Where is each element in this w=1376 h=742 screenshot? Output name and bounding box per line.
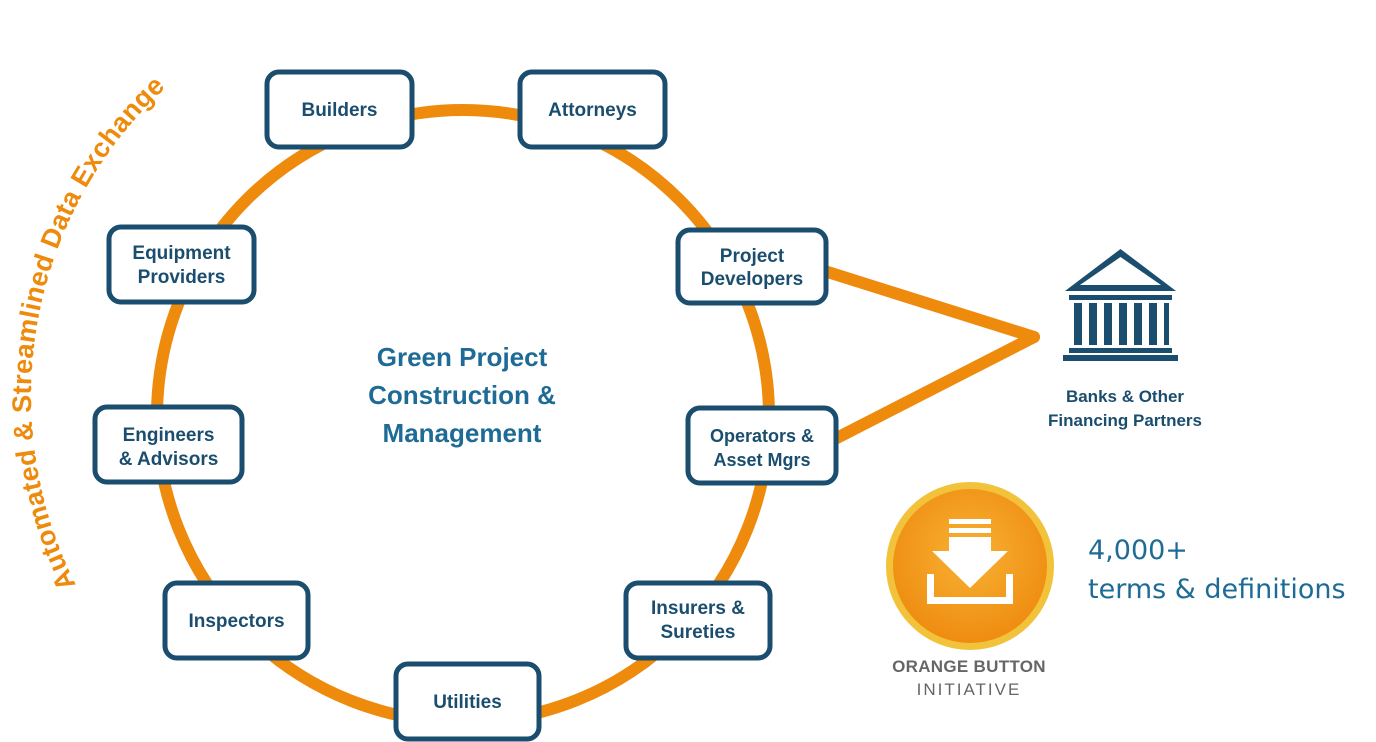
node-label: Builders <box>301 100 377 121</box>
node-label: Inspectors <box>188 611 284 632</box>
node-label: Operators & <box>710 426 814 446</box>
node-label: & Advisors <box>119 449 219 470</box>
node-attorneys[interactable]: Attorneys <box>517 69 668 150</box>
orange-button-subtitle: INITIATIVE <box>917 680 1022 699</box>
node-label: Equipment <box>132 243 231 264</box>
orange-button-logo <box>886 482 1054 650</box>
node-label: Insurers & <box>651 598 745 619</box>
node-builders[interactable]: Builders <box>264 69 415 150</box>
node-label: Project <box>720 246 785 267</box>
bank-label: Banks & Other <box>1066 387 1184 406</box>
node-utilities[interactable]: Utilities <box>393 661 542 742</box>
node-label: Providers <box>138 267 226 288</box>
orange-button-title: ORANGE BUTTON <box>892 657 1046 676</box>
center-title: Green Project Construction & Management <box>368 342 556 448</box>
stat-label: terms & definitions <box>1088 574 1346 605</box>
node-engineers-advisors[interactable]: Engineers & Advisors <box>92 404 245 485</box>
center-title-line: Construction & <box>368 380 556 410</box>
bank-label: Financing Partners <box>1048 411 1202 430</box>
node-label: Developers <box>701 269 803 290</box>
node-label: Asset Mgrs <box>713 450 810 470</box>
node-label: Sureties <box>661 622 736 643</box>
bank-building-icon <box>1063 249 1178 361</box>
node-insurers-sureties[interactable]: Insurers & Sureties <box>623 580 773 661</box>
download-arrow-icon <box>927 519 1013 604</box>
center-title-line: Green Project <box>377 342 548 372</box>
arc-heading: Automated & Streamlined Data Exchange <box>7 70 170 596</box>
node-inspectors[interactable]: Inspectors <box>162 580 311 661</box>
node-label: Utilities <box>433 692 502 713</box>
node-equipment-providers[interactable]: Equipment Providers <box>106 224 257 305</box>
center-title-line: Management <box>383 418 542 448</box>
node-label: Engineers <box>123 425 215 446</box>
node-project-developers[interactable]: Project Developers <box>675 227 829 306</box>
node-operators-asset-mgrs[interactable]: Operators & Asset Mgrs <box>685 405 839 486</box>
node-label: Attorneys <box>548 100 637 121</box>
bank-connector <box>809 262 1040 448</box>
stat-count: 4,000+ <box>1088 535 1188 566</box>
